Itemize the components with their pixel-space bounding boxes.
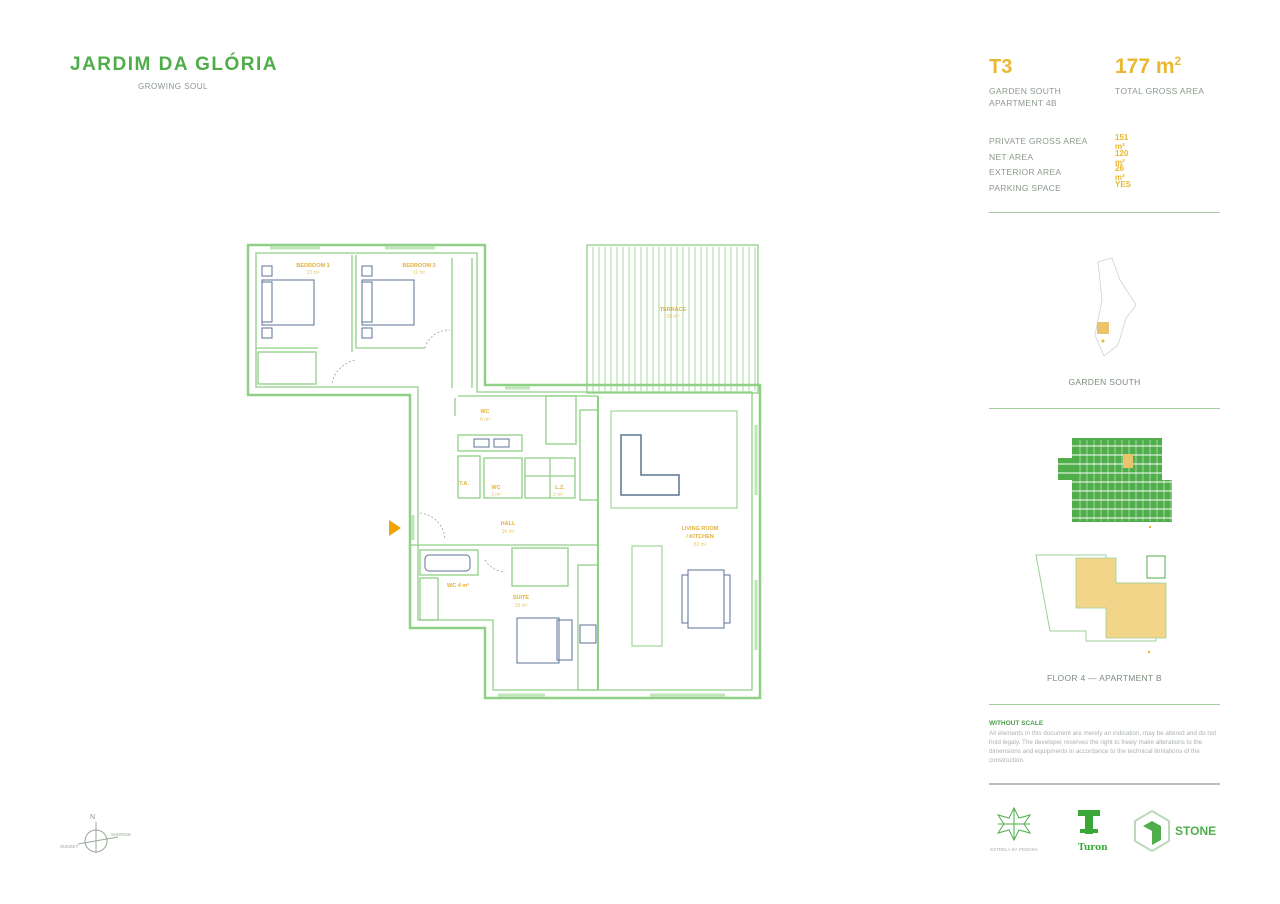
room-label: WC 4 m² [447, 582, 469, 589]
divider [989, 704, 1220, 705]
svg-text:/ KITCHEN: / KITCHEN [686, 534, 714, 540]
floor-key-plan [1035, 554, 1167, 654]
compass-icon [77, 822, 119, 853]
inner-wall [255, 252, 753, 691]
svg-text:STONE: STONE [1175, 824, 1216, 838]
room-label: LIVING ROOM [682, 526, 719, 532]
room-label: SUITE [513, 595, 530, 601]
room-label: BEDROOM 1 [296, 263, 329, 269]
brand-tagline: GROWING SOUL [138, 82, 209, 91]
typology: T3 [989, 56, 1013, 78]
svg-text:Turon: Turon [1078, 843, 1108, 853]
divider [989, 408, 1220, 409]
svg-text:26 m²: 26 m² [667, 314, 680, 320]
divider [989, 783, 1220, 785]
svg-text:15 m²: 15 m² [515, 603, 528, 609]
svg-text:N: N [90, 814, 95, 821]
svg-text:11 m²: 11 m² [413, 270, 426, 276]
disclaimer-title: WITHOUT SCALE [989, 720, 1044, 727]
room-label: T.A. [459, 481, 469, 487]
brand-logo: JARDIM DA GLÓRIA [70, 54, 279, 75]
room-label: L.Z. [555, 485, 565, 491]
estrela-logo [996, 806, 1032, 842]
disclaimer-text: All elements in this document are merely… [989, 730, 1217, 764]
svg-text:SUNRISE: SUNRISE [111, 832, 131, 837]
svg-text:ESTRELA DA PENONA: ESTRELA DA PENONA [990, 847, 1038, 852]
total-area-label: TOTAL GROSS AREA [1115, 86, 1205, 96]
building-elevation [1058, 438, 1172, 529]
svg-text:52 m²: 52 m² [694, 542, 707, 548]
room-label: BEDROOM 2 [402, 263, 435, 269]
terrace-area [586, 244, 759, 394]
outer-wall [246, 243, 762, 700]
floor-caption: FLOOR 4 — APARTMENT B [1047, 673, 1162, 683]
site-key-plan [1094, 257, 1137, 357]
svg-text:16 m²: 16 m² [502, 529, 515, 535]
room-label: WC [491, 485, 500, 491]
room-label: TERRACE [660, 307, 687, 313]
turon-logo [1078, 810, 1100, 834]
svg-text:6 m²: 6 m² [480, 417, 490, 423]
svg-text:3 m²: 3 m² [491, 492, 501, 498]
divider [989, 212, 1220, 213]
entrance-arrow-icon [389, 520, 401, 536]
room-label: WC [480, 409, 489, 415]
svg-text:13 m²: 13 m² [307, 270, 320, 276]
svg-text:SUNSET: SUNSET [60, 844, 79, 849]
room-label: HALL [501, 521, 516, 527]
site-caption: GARDEN SOUTH [1068, 377, 1141, 387]
total-area: 177 m2 [1115, 54, 1182, 78]
stone-logo [1134, 809, 1170, 853]
svg-text:2 m²: 2 m² [553, 492, 563, 498]
